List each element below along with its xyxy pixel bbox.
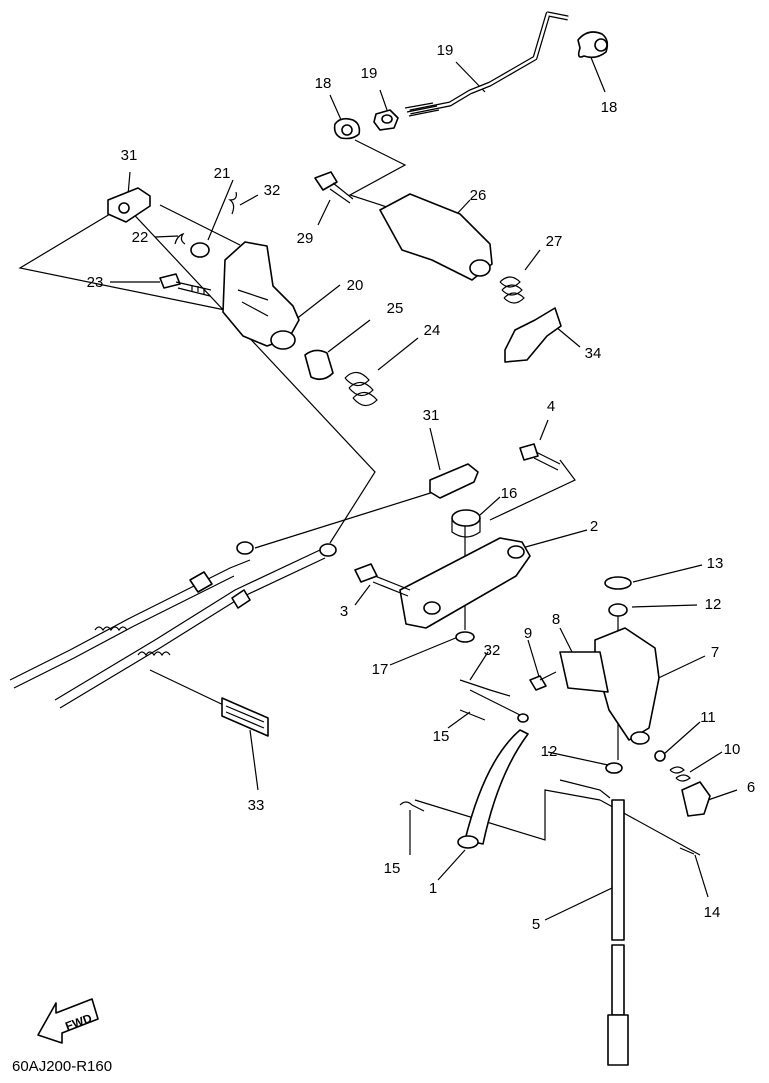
callout-1: 1 (429, 880, 437, 897)
part-6-plunger (681, 781, 711, 817)
part-11-ball (654, 750, 666, 762)
callout-31-top: 31 (121, 147, 138, 164)
callout-8: 8 (552, 611, 560, 628)
part-29-spring (499, 276, 525, 304)
part-13-washer (604, 576, 632, 590)
callout-27: 23 (87, 274, 104, 291)
part-23-collar (190, 242, 210, 258)
callout-17: 17 (372, 661, 389, 678)
callout-21: 19 (361, 65, 378, 82)
callout-2: 2 (590, 518, 598, 535)
part-10-spring (669, 766, 691, 782)
callout-31-mid: 31 (423, 407, 440, 424)
part-1-arm (464, 729, 529, 845)
callout-labels: 19 18 18 19 31 21 32 22 23 20 25 24 26 2… (87, 42, 756, 933)
parts (9, 11, 711, 1066)
part-30-bolt (314, 171, 338, 191)
callout-34: 34 (585, 345, 602, 362)
part-3-bolt (354, 563, 378, 583)
callout-12-low: 12 (541, 743, 558, 760)
part-27-bolt (159, 273, 181, 289)
part-26-collar (304, 349, 334, 381)
part-31-joint-top (107, 187, 151, 223)
part-8-plate (559, 651, 609, 693)
part-17-washer (455, 631, 475, 643)
callout-9: 9 (524, 625, 532, 642)
callout-4: 4 (547, 398, 555, 415)
callout-15-low: 15 (384, 860, 401, 877)
part-33-label (221, 697, 269, 737)
part-28-bracket (379, 193, 493, 281)
callout-19: 19 (437, 42, 454, 59)
fwd-arrow-icon (37, 998, 99, 1044)
part-5-shaft (611, 799, 625, 941)
callout-14: 14 (704, 904, 721, 921)
callout-7: 7 (711, 644, 719, 661)
callout-15-top: 15 (433, 728, 450, 745)
callout-20: 18 (315, 75, 332, 92)
part-22-lever (222, 241, 300, 347)
callout-24: 22 (132, 229, 149, 246)
callout-5: 5 (532, 916, 540, 933)
callout-6: 6 (747, 779, 755, 796)
callout-3: 3 (340, 603, 348, 620)
callout-33: 33 (248, 797, 265, 814)
part-25-spring (344, 371, 378, 407)
part-34-cam (504, 307, 562, 363)
guide-lines (18, 139, 701, 856)
part-4-bolt (519, 443, 539, 461)
callout-25: 24 (424, 322, 441, 339)
cable-upper (9, 559, 251, 681)
callout-28: 26 (470, 187, 487, 204)
cable-lower (54, 549, 321, 701)
part-12-bush (608, 603, 628, 617)
callout-13: 13 (707, 555, 724, 572)
leader-lines (110, 54, 738, 921)
callout-23: 21 (214, 165, 231, 182)
callout-11: 11 (700, 709, 716, 726)
callout-22: 20 (347, 277, 364, 294)
part-16-bushing (451, 509, 481, 527)
drawing-code: 60AJ200-R160 (12, 1058, 112, 1075)
callout-10: 10 (724, 741, 741, 758)
callout-32-low: 32 (484, 642, 501, 659)
callout-18: 18 (601, 99, 618, 116)
callout-12-top: 12 (705, 596, 722, 613)
callout-16: 16 (501, 485, 518, 502)
callout-32-top: 32 (264, 182, 281, 199)
callout-26: 25 (387, 300, 404, 317)
part-31-joint (429, 463, 479, 499)
callout-30: 29 (297, 230, 314, 247)
callout-29: 27 (546, 233, 563, 250)
